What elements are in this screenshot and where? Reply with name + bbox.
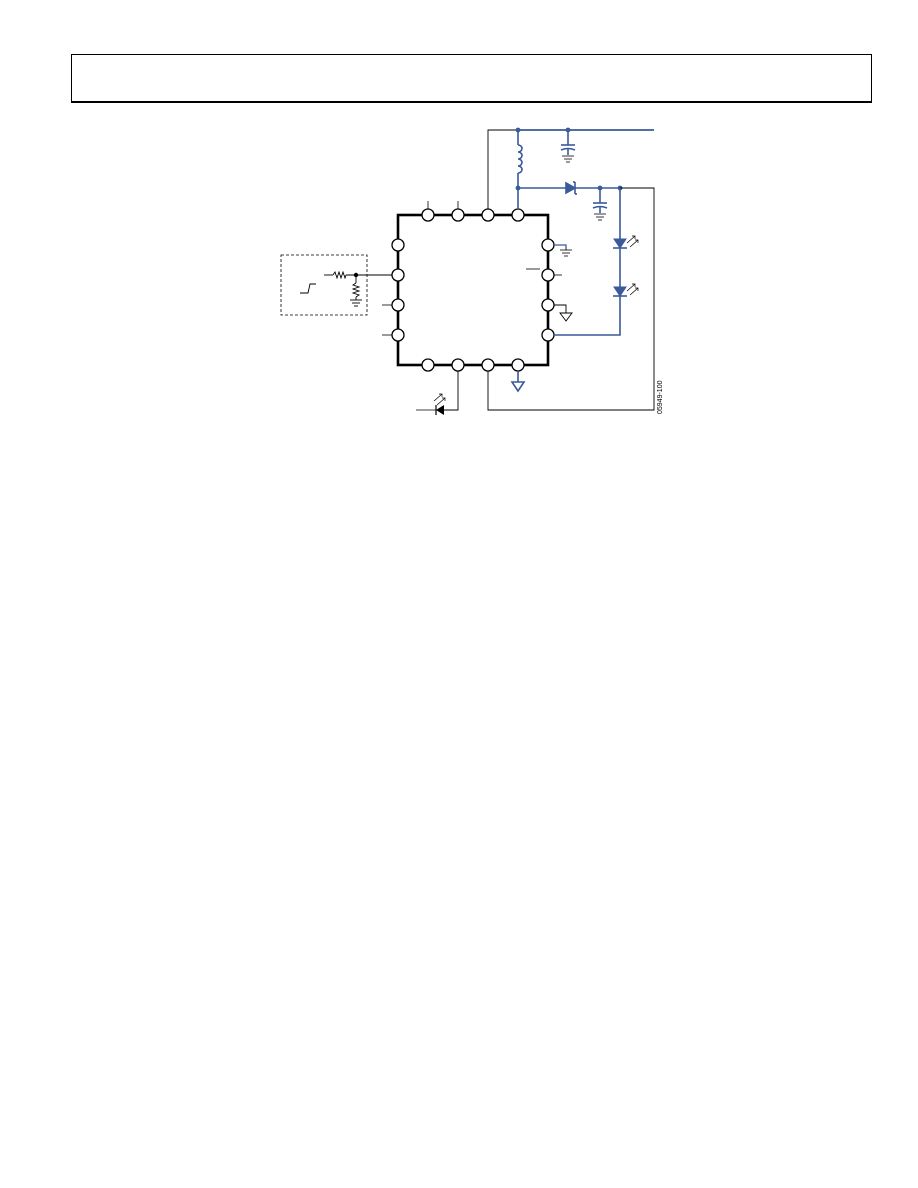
figure-code: 05949-100	[657, 380, 664, 414]
pin-top-1	[421, 208, 435, 222]
pulldown-resistor	[350, 275, 362, 307]
indicator-led	[416, 371, 459, 415]
ic-body	[396, 213, 550, 367]
page-header-frame	[71, 54, 872, 103]
input-capacitor	[560, 130, 576, 155]
pin-right-4	[541, 328, 555, 342]
schottky-diode	[518, 181, 620, 195]
pin-top-2	[451, 208, 465, 222]
ground-pin-right-1	[554, 244, 572, 257]
wire-ovp-sense	[487, 187, 655, 411]
pin-bottom-1	[421, 358, 435, 372]
led-upper-light-arrows-icon	[626, 235, 639, 248]
pin-stubs	[382, 201, 562, 336]
series-resistor	[324, 270, 392, 280]
pin-right-3	[541, 298, 555, 312]
led-lower-light-arrows-icon	[626, 283, 639, 296]
pin-right-2	[541, 268, 555, 282]
pin-top-4	[511, 208, 525, 222]
pin-left-3	[391, 298, 405, 312]
led-upper	[613, 235, 639, 249]
wire-vin-to-pin	[487, 129, 518, 209]
pin-bottom-2	[451, 358, 465, 372]
ground-symbol-input-cap	[562, 155, 574, 163]
pin-bottom-4	[511, 358, 525, 372]
pin-top-3	[481, 208, 495, 222]
pin-left-4	[391, 328, 405, 342]
indicator-led-light-arrows-icon	[433, 393, 446, 406]
led-string	[554, 188, 639, 336]
analog-ground-pin-right-3	[554, 304, 573, 322]
pin-right-1	[541, 238, 555, 252]
pin-bottom-3	[481, 358, 495, 372]
ic-pins-right	[541, 238, 555, 342]
power-ground-pin-bottom-4	[510, 371, 526, 393]
output-capacitor	[592, 188, 608, 213]
step-signal-icon	[300, 283, 316, 294]
led-lower	[613, 283, 639, 297]
ground-symbol-output-cap	[594, 213, 606, 221]
ic-pins-bottom	[421, 358, 525, 372]
inductor	[517, 130, 523, 209]
pin-left-1	[391, 238, 405, 252]
pin-left-2	[391, 268, 405, 282]
external-drive-box	[280, 254, 368, 316]
